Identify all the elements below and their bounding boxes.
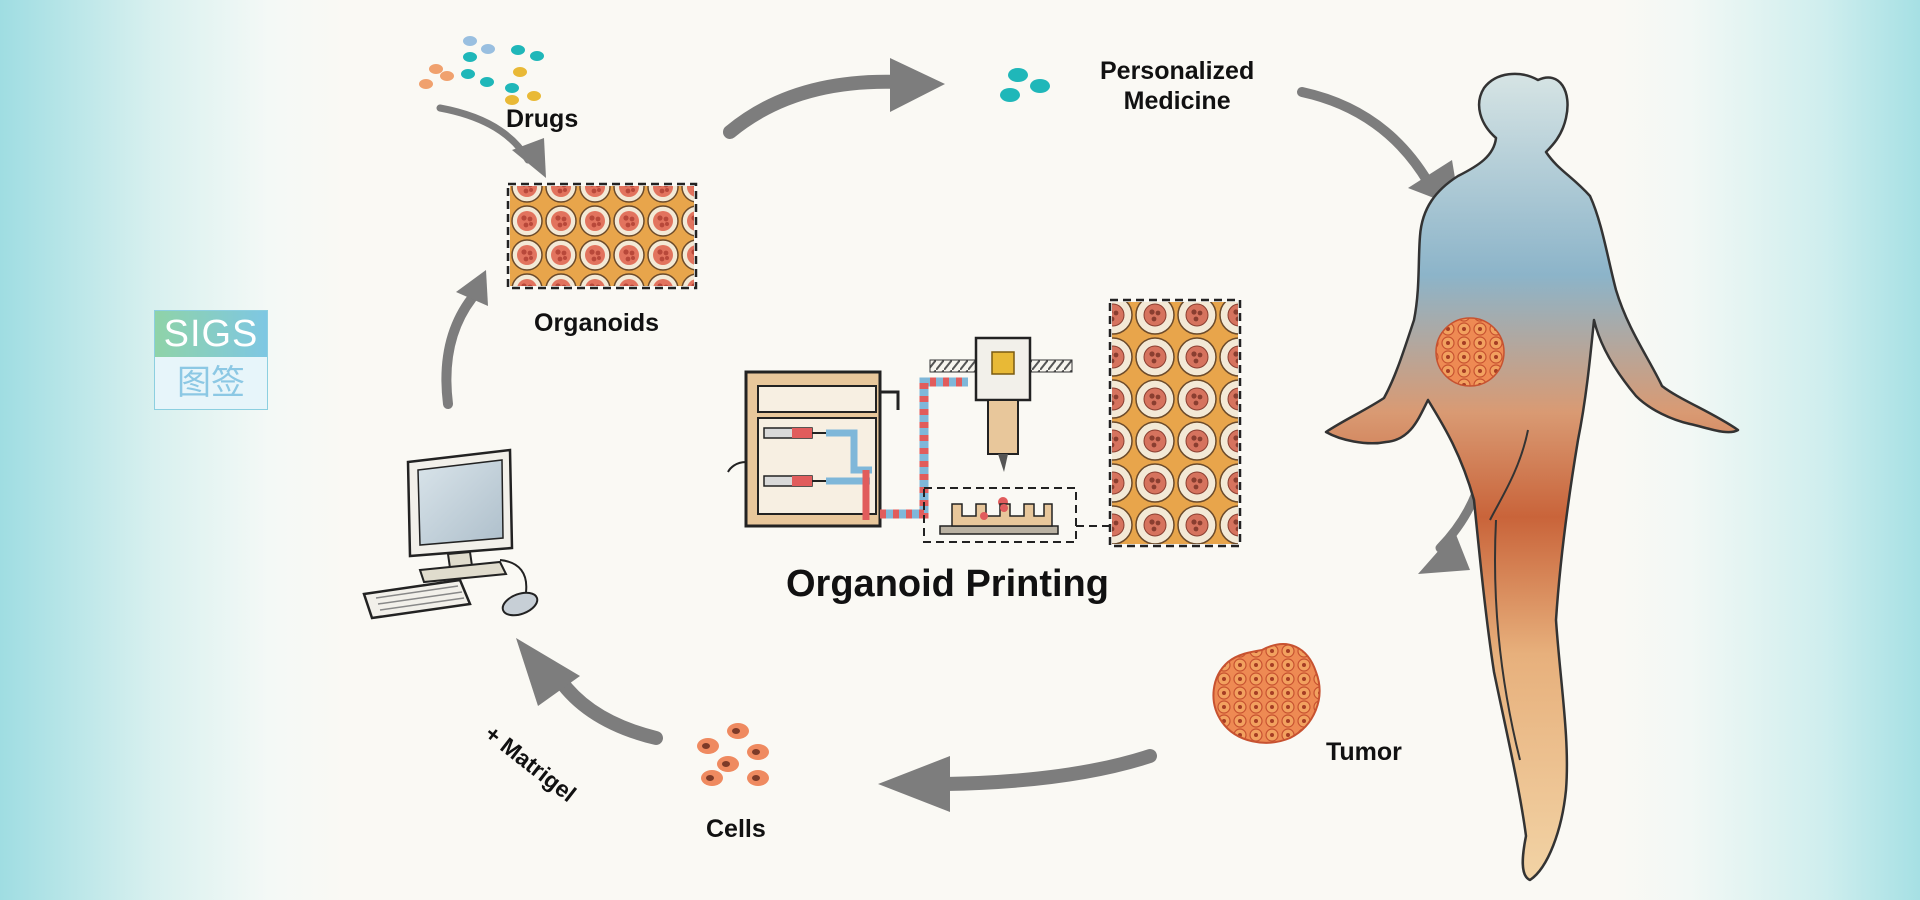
- logo-text-top: SIGS: [155, 311, 267, 357]
- bioprinter-icon: [727, 336, 1110, 543]
- tumor-icon: [1212, 643, 1321, 744]
- label-medicine: Medicine: [1123, 87, 1231, 115]
- arrow-medicine-to-patient: [1297, 87, 1460, 208]
- arrow-organoids-to-medicine: [723, 58, 945, 139]
- cells-icon: [697, 723, 769, 786]
- syringe-bottom-icon: [763, 475, 826, 487]
- arrow-cells-to-computer: [516, 638, 663, 745]
- computer-icon: [362, 448, 539, 620]
- label-organoid-printing: Organoid Printing: [786, 563, 1109, 605]
- label-drugs: Drugs: [506, 105, 579, 133]
- printing-stage: [923, 487, 1077, 543]
- syringe-top-icon: [763, 427, 826, 439]
- label-personalized: Personalized: [1100, 57, 1255, 85]
- drug-pills-icon: [419, 36, 544, 105]
- body-tumor-icon: [1435, 317, 1505, 387]
- label-tumor: Tumor: [1326, 738, 1402, 766]
- arrow-tumor-to-cells: [878, 749, 1157, 812]
- arrow-computer-to-organoids: [441, 270, 488, 409]
- label-cells: Cells: [706, 815, 766, 843]
- medicine-pills-icon: [1000, 68, 1050, 102]
- label-organoids: Organoids: [534, 309, 660, 337]
- arrow-drugs-to-organoids: [436, 104, 546, 178]
- organoid-well-plate: [506, 182, 698, 290]
- label-personalized-medicine: Personalized Medicine: [1100, 56, 1254, 116]
- logo-text-bottom: 图签: [155, 357, 267, 409]
- patient-body-icon: [1324, 72, 1740, 882]
- sigs-logo: SIGS 图签: [154, 310, 268, 410]
- printed-organoid-plate: [1108, 298, 1242, 548]
